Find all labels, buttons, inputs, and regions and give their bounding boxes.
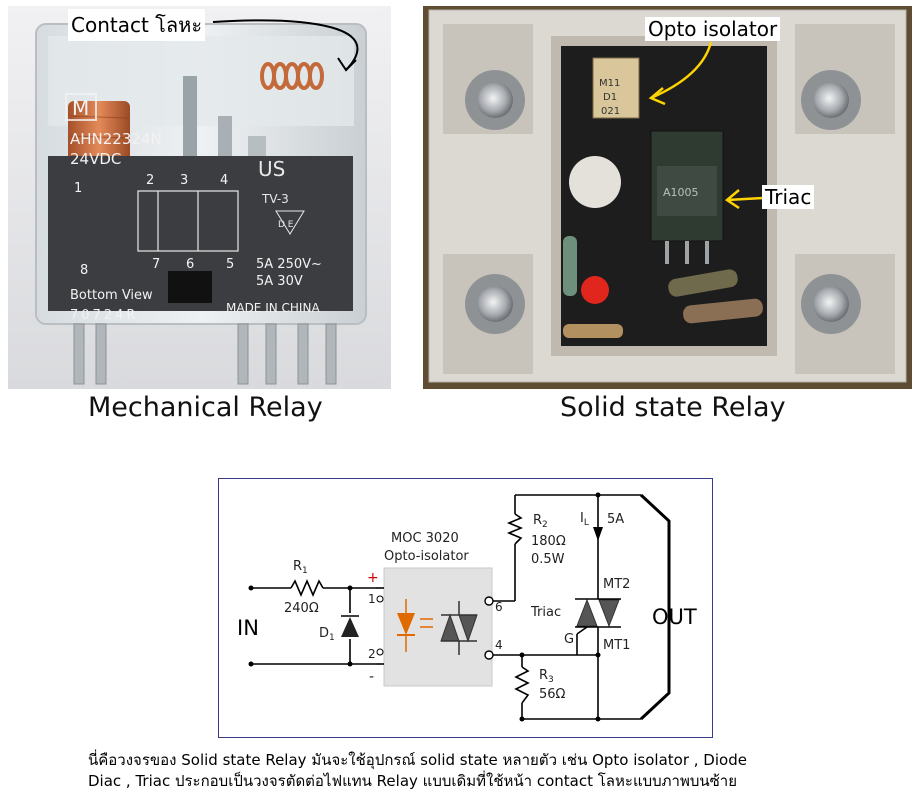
bottom-view-label: Bottom View	[70, 288, 153, 303]
solid-state-relay-illustration: M11 D1 021 A1005	[423, 6, 912, 389]
relay-rating-2: 5A 30V	[256, 274, 303, 289]
svg-text:IL: IL	[580, 511, 589, 528]
current-subscript: L	[584, 518, 589, 528]
svg-text:R3: R3	[539, 668, 554, 685]
minus-sign: -	[369, 669, 374, 685]
r3-label: R	[539, 668, 548, 683]
main-triac	[575, 596, 621, 636]
gate-label: G	[564, 632, 574, 647]
moc-subtitle: Opto-isolator	[384, 549, 469, 564]
r2-power: 0.5W	[531, 552, 565, 567]
opto-marking-3: 021	[601, 106, 620, 117]
resistor-r3	[514, 666, 530, 704]
opto-callout-label: Opto isolator	[645, 17, 781, 41]
explanation-line-2: Diac , Triac ประกอบเป็นวงจรตัดต่อไฟแทน R…	[88, 772, 738, 790]
output-lines	[639, 493, 671, 721]
triac-label: Triac	[530, 605, 561, 620]
resistor-r1	[290, 578, 324, 598]
d1-label: D	[319, 626, 329, 641]
pin-label: 4	[220, 173, 228, 188]
circuit-schematic: MOC 3020 Opto-isolator R1 240Ω D1 R2 180…	[237, 492, 697, 722]
brand-logo-text: M	[72, 96, 89, 120]
de-mark: D E	[278, 220, 294, 230]
pin-4-label: 4	[495, 638, 503, 652]
r1-value: 240Ω	[284, 601, 319, 616]
svg-text:D1: D1	[319, 626, 335, 643]
opto-isolator-package	[383, 567, 493, 687]
pin-label: 6	[186, 257, 194, 272]
d1-subscript: 1	[329, 633, 335, 643]
current-value: 5A	[607, 512, 624, 527]
triac-callout-label: Triac	[762, 185, 815, 209]
moc-title: MOC 3020	[391, 531, 459, 546]
certification-mark: US	[258, 157, 285, 181]
r2-label: R	[533, 513, 542, 528]
r2-value: 180Ω	[531, 534, 566, 549]
opto-callout-arrow	[650, 41, 713, 100]
r2-subscript: 2	[542, 520, 548, 530]
relay-voltage-marking: 24VDC	[70, 150, 121, 168]
diode-d1	[341, 617, 359, 637]
pin-2-label: 2	[368, 647, 376, 661]
solid-state-relay-caption: Solid state Relay	[560, 392, 786, 423]
contact-callout-arrow	[212, 19, 359, 71]
pin-label: 8	[80, 263, 88, 278]
origin-marking: MADE IN CHINA	[226, 301, 320, 315]
r3-subscript: 3	[548, 675, 554, 685]
pin-6-label: 6	[495, 600, 503, 614]
resistor-r2	[506, 513, 524, 545]
relay-model-marking: AHN22324N	[70, 130, 162, 148]
pin-label: 7	[152, 257, 160, 272]
r1-label: R	[293, 559, 302, 574]
svg-text:R2: R2	[533, 513, 548, 530]
pin-1-label: 1	[368, 592, 376, 606]
svg-text:R1: R1	[293, 559, 308, 576]
ssr-circuit-diagram: MOC 3020 Opto-isolator R1 240Ω D1 R2 180…	[218, 478, 713, 738]
plus-sign: +	[367, 570, 379, 586]
current-label: I	[580, 511, 584, 526]
pin-label: 1	[74, 181, 82, 196]
opto-led	[397, 613, 415, 635]
relay-rating-1: 5A 250V~	[256, 257, 322, 272]
pin-label: 3	[180, 173, 188, 188]
pin-label: 5	[226, 257, 234, 272]
solid-state-relay-photo: M11 D1 021 A1005 Opto isolator Triac	[423, 6, 912, 389]
pin-label: 2	[146, 173, 154, 188]
opto-marking-1: M11	[599, 78, 620, 89]
current-arrow	[593, 527, 603, 541]
mechanical-relay-photo: M AHN22324N 24VDC 1 2 3 4 8 7 6 5 US TV-…	[8, 6, 391, 389]
r3-value: 56Ω	[539, 687, 566, 702]
relay-serial: 70724R	[70, 308, 138, 323]
mt2-label: MT2	[603, 577, 630, 592]
in-label: IN	[237, 616, 259, 640]
r1-subscript: 1	[302, 566, 308, 576]
contact-callout-label: Contact โลหะ	[68, 9, 206, 41]
opto-triac	[440, 601, 478, 655]
tv-rating: TV-3	[261, 192, 289, 206]
explanation-line-1: นี่คือวงจรของ Solid state Relay มันจะใช้…	[88, 751, 747, 769]
out-label: OUT	[652, 605, 697, 629]
mechanical-relay-illustration: M AHN22324N 24VDC 1 2 3 4 8 7 6 5 US TV-…	[8, 6, 391, 389]
mechanical-relay-caption: Mechanical Relay	[88, 392, 323, 423]
triac-callout-arrow	[726, 196, 764, 202]
mt1-label: MT1	[603, 638, 630, 653]
opto-marking-2: D1	[603, 92, 617, 103]
triac-marking: A1005	[663, 186, 699, 199]
